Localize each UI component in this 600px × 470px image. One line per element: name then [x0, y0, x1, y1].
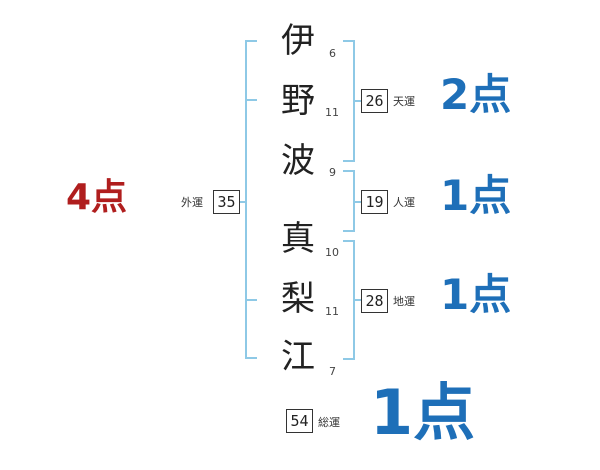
tenun-score: 2点 — [440, 70, 512, 119]
gaiun-label: 外運 — [181, 196, 203, 209]
souun-score: 1点 — [370, 376, 476, 449]
jinun-bracket-bottom — [343, 230, 355, 232]
jinun-bracket-top — [343, 170, 355, 172]
gaiun-value-box: 35 — [213, 190, 240, 214]
chiun-bracket-bottom — [343, 358, 355, 360]
jinun-bracket-connector — [353, 201, 361, 203]
stroke-count-2: 11 — [325, 106, 339, 119]
stroke-count-3: 9 — [329, 166, 336, 179]
name-char-5: 梨 — [281, 279, 315, 319]
stroke-count-5: 11 — [325, 305, 339, 318]
chiun-bracket-connector — [353, 299, 361, 301]
tenun-label: 天運 — [393, 95, 415, 108]
gaiun-score: 4点 — [66, 177, 128, 218]
chiun-value-box: 28 — [361, 289, 388, 313]
tenun-bracket-top — [343, 40, 355, 42]
souun-label: 総運 — [318, 416, 340, 429]
stroke-count-1: 6 — [329, 47, 336, 60]
name-char-4: 真 — [281, 219, 315, 259]
name-char-3: 波 — [281, 141, 315, 181]
souun-value-box: 54 — [286, 409, 313, 433]
outer-bracket-tick-2 — [245, 99, 257, 101]
jinun-value-box: 19 — [361, 190, 388, 214]
tenun-bracket-bottom — [343, 160, 355, 162]
outer-bracket-vertical — [245, 40, 247, 359]
tenun-bracket-connector — [353, 100, 361, 102]
stroke-count-4: 10 — [325, 246, 339, 259]
chiun-label: 地運 — [393, 295, 415, 308]
jinun-score: 1点 — [440, 171, 512, 220]
jinun-label: 人運 — [393, 196, 415, 209]
outer-bracket-connector — [238, 201, 247, 203]
name-char-6: 江 — [281, 337, 315, 377]
name-char-1: 伊 — [281, 21, 315, 61]
name-char-2: 野 — [281, 81, 315, 121]
outer-bracket-top — [245, 40, 257, 42]
outer-bracket-tick-5 — [245, 299, 257, 301]
chiun-bracket-top — [343, 240, 355, 242]
chiun-score: 1点 — [440, 270, 512, 319]
stroke-count-6: 7 — [329, 365, 336, 378]
outer-bracket-bottom — [245, 357, 257, 359]
tenun-value-box: 26 — [361, 89, 388, 113]
